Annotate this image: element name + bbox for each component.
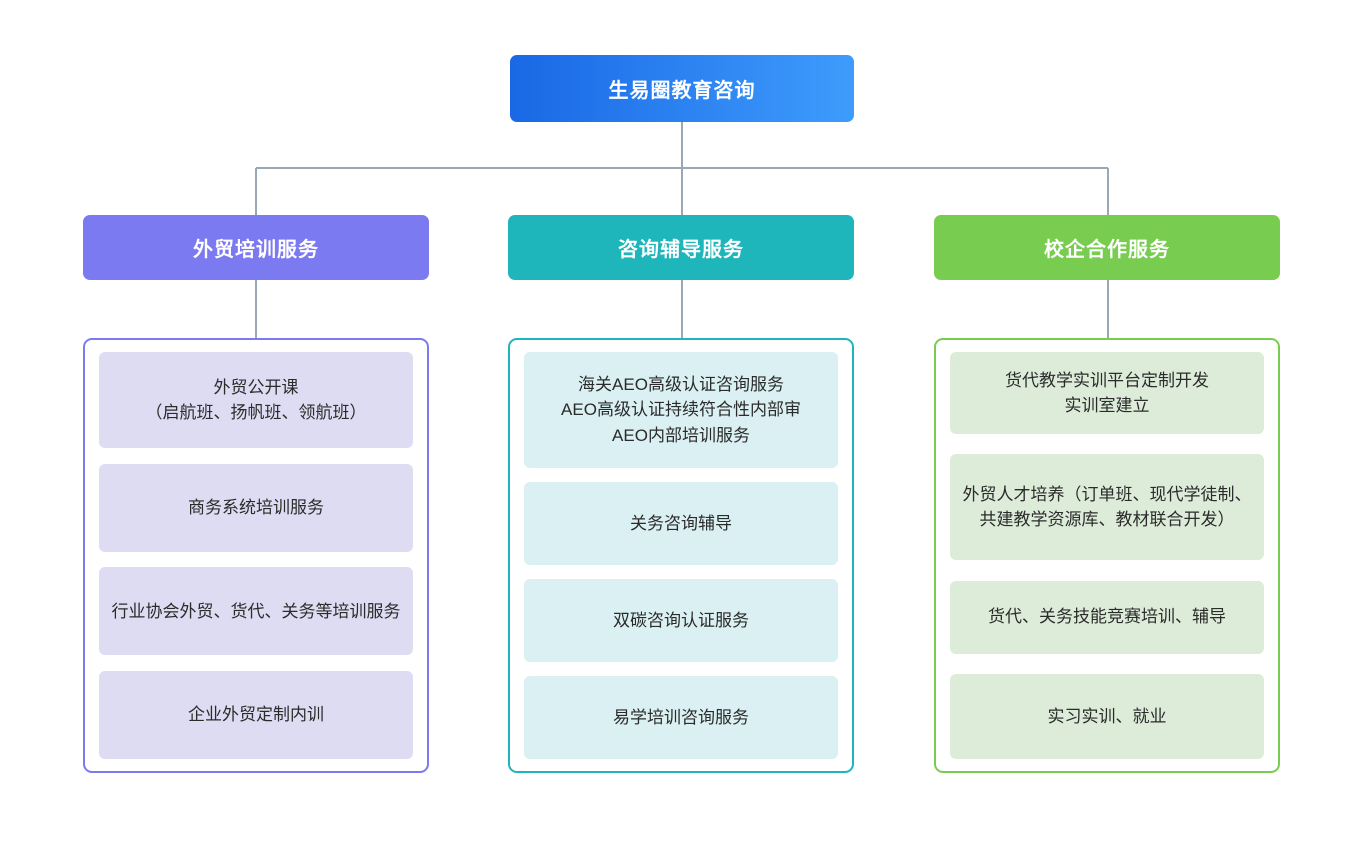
category-header-consulting-guidance[interactable]: 咨询辅导服务 (508, 215, 854, 280)
category-header-foreign-trade-training[interactable]: 外贸培训服务 (83, 215, 429, 280)
items-container-school-enterprise: 货代教学实训平台定制开发 实训室建立 外贸人才培养（订单班、现代学徒制、共建教学… (934, 338, 1280, 773)
item-card[interactable]: 外贸人才培养（订单班、现代学徒制、共建教学资源库、教材联合开发） (950, 454, 1264, 561)
item-card[interactable]: 企业外贸定制内训 (99, 670, 413, 759)
category-header-label: 咨询辅导服务 (618, 239, 744, 261)
item-card[interactable]: 行业协会外贸、货代、关务等培训服务 (99, 567, 413, 656)
item-card[interactable]: 海关AEO高级认证咨询服务 AEO高级认证持续符合性内部审 AEO内部培训服务 (524, 352, 838, 468)
item-card[interactable]: 易学培训咨询服务 (524, 676, 838, 759)
item-card[interactable]: 商务系统培训服务 (99, 463, 413, 552)
item-card[interactable]: 货代、关务技能竞赛培训、辅导 (950, 580, 1264, 654)
item-card[interactable]: 双碳咨询认证服务 (524, 579, 838, 662)
category-header-label: 校企合作服务 (1044, 239, 1170, 261)
item-card[interactable]: 货代教学实训平台定制开发 实训室建立 (950, 352, 1264, 434)
item-card[interactable]: 外贸公开课 （启航班、扬帆班、领航班） (99, 352, 413, 448)
root-node-label: 生易圈教育咨询 (608, 80, 756, 102)
root-node[interactable]: 生易圈教育咨询 (510, 55, 854, 122)
branch-column-foreign-trade-training: 外贸培训服务 外贸公开课 （启航班、扬帆班、领航班） 商务系统培训服务 行业协会… (83, 215, 429, 773)
category-header-label: 外贸培训服务 (193, 239, 319, 261)
item-card[interactable]: 实习实训、就业 (950, 673, 1264, 759)
item-card[interactable]: 关务咨询辅导 (524, 482, 838, 565)
branch-column-school-enterprise: 校企合作服务 货代教学实训平台定制开发 实训室建立 外贸人才培养（订单班、现代学… (934, 215, 1280, 773)
category-header-school-enterprise[interactable]: 校企合作服务 (934, 215, 1280, 280)
items-container-foreign-trade-training: 外贸公开课 （启航班、扬帆班、领航班） 商务系统培训服务 行业协会外贸、货代、关… (83, 338, 429, 773)
branch-column-consulting-guidance: 咨询辅导服务 海关AEO高级认证咨询服务 AEO高级认证持续符合性内部审 AEO… (508, 215, 854, 773)
items-container-consulting-guidance: 海关AEO高级认证咨询服务 AEO高级认证持续符合性内部审 AEO内部培训服务 … (508, 338, 854, 773)
